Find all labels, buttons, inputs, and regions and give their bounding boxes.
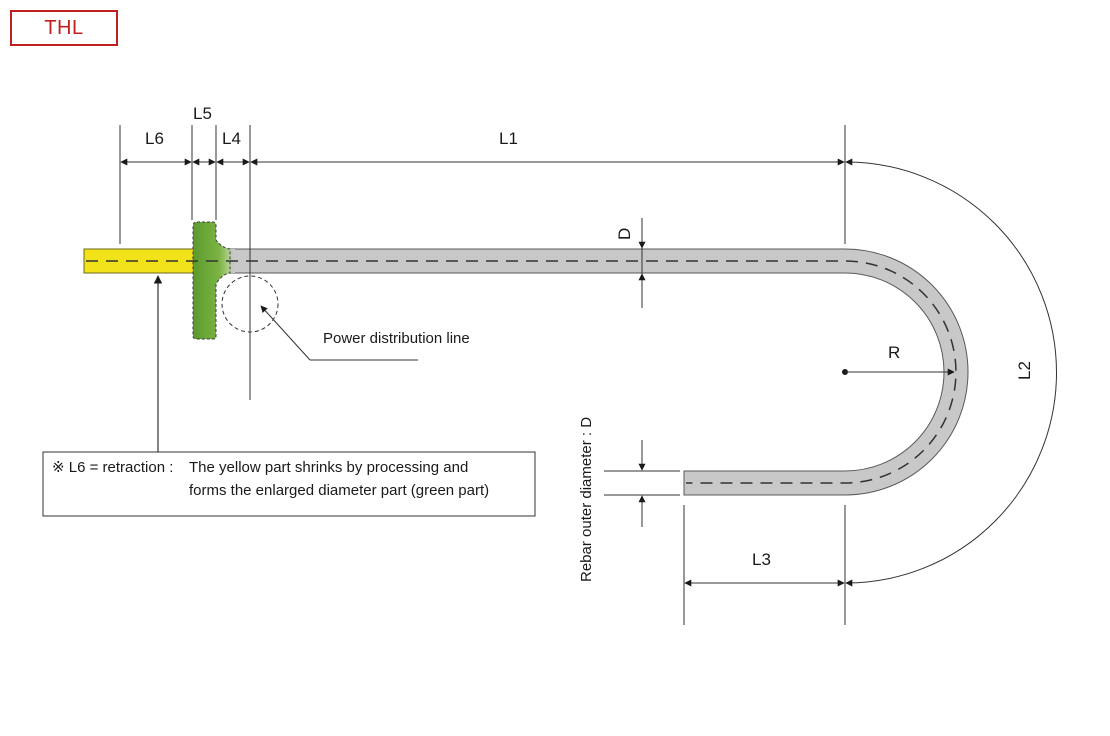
label-l1: L1 — [499, 129, 518, 148]
label-d: D — [615, 228, 634, 240]
green-enlarged-part — [192, 221, 231, 340]
note-line-1: The yellow part shrinks by processing an… — [189, 459, 468, 476]
rebar-diameter-label: Rebar outer diameter : D — [578, 417, 595, 582]
power-line-label: Power distribution line — [323, 330, 470, 347]
dim-l2-arc — [845, 158, 1057, 587]
rebar-body — [214, 248, 969, 496]
note-line-2: forms the enlarged diameter part (green … — [189, 482, 489, 499]
thl-badge: THL — [10, 10, 118, 46]
label-l4: L4 — [222, 129, 241, 148]
label-l2: L2 — [1015, 361, 1034, 380]
label-l3: L3 — [752, 550, 771, 569]
label-l5: L5 — [193, 104, 212, 123]
label-r: R — [888, 343, 900, 362]
note-prefix: ※ L6 = retraction : — [52, 459, 173, 476]
label-l6: L6 — [145, 129, 164, 148]
centerline — [86, 260, 957, 484]
note-box — [42, 451, 536, 517]
power-leader-arrow — [260, 305, 311, 361]
